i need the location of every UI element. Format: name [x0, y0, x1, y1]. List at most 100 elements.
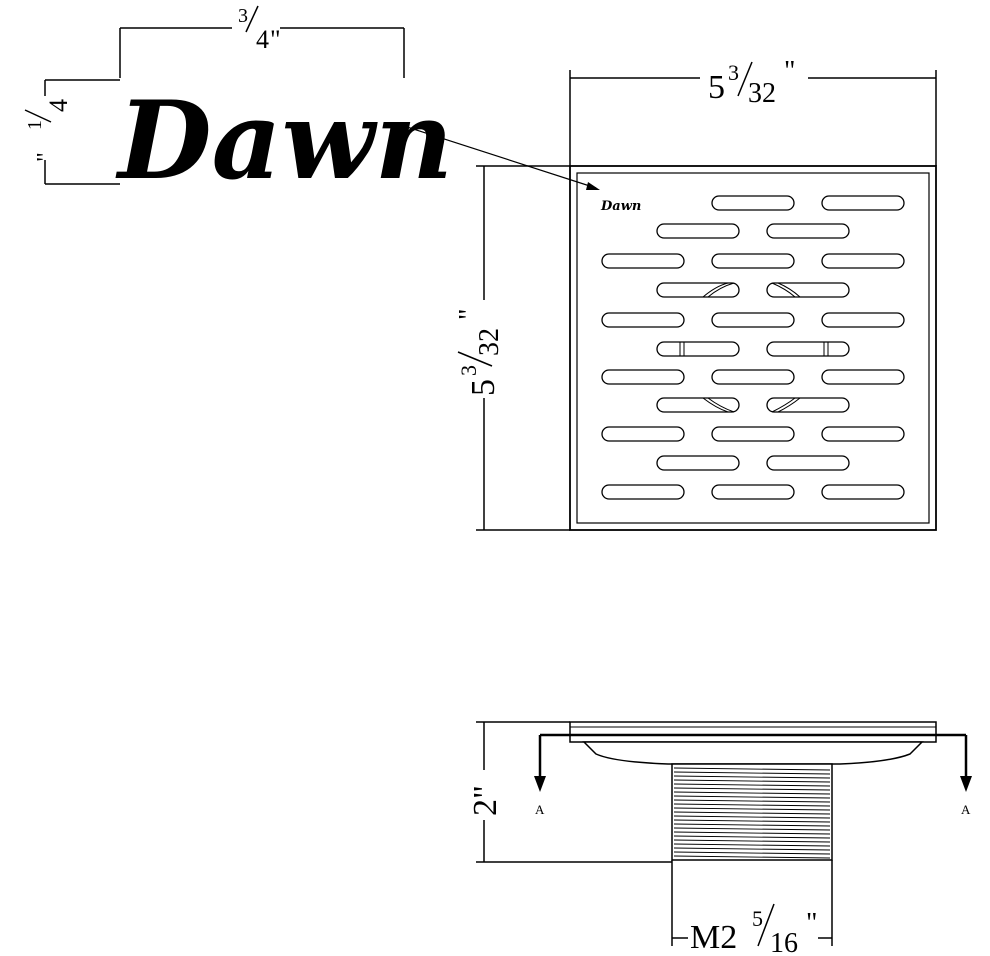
- thread-line: [673, 791, 831, 795]
- slot: [766, 223, 850, 239]
- grate-height-dimension: [476, 165, 570, 531]
- grate-support-details: [679, 282, 829, 413]
- section-marker-left: A: [535, 802, 545, 817]
- slot: [601, 426, 685, 442]
- grate-plate-profile: [569, 721, 937, 743]
- thread-line: [673, 855, 831, 859]
- slot: [656, 223, 740, 239]
- thread-line: [673, 799, 831, 803]
- slot: [821, 195, 905, 211]
- grate-height-unit: ": [454, 309, 485, 320]
- thread-size-numerator: 5: [752, 906, 763, 931]
- slot: [766, 455, 850, 471]
- logo-width-denominator: 4: [256, 25, 269, 54]
- thread-line: [673, 843, 831, 847]
- slot: [821, 312, 905, 328]
- thread-line: [673, 847, 831, 851]
- thread-line: [673, 771, 831, 775]
- slot: [601, 253, 685, 269]
- thread-line: [673, 779, 831, 783]
- logo-height-numerator: 1: [24, 120, 46, 130]
- slot: [711, 369, 795, 385]
- slot: [601, 369, 685, 385]
- logo-dawn-large: Dawn: [115, 78, 453, 204]
- thread-line: [673, 839, 831, 843]
- grate-slots: [601, 195, 905, 500]
- slot: [601, 312, 685, 328]
- slot: [821, 426, 905, 442]
- leader-arrowhead: [586, 182, 600, 190]
- thread-line: [673, 831, 831, 835]
- section-marker-right: A: [961, 802, 971, 817]
- drain-height-text: 2": [467, 785, 504, 816]
- drain-flange: [582, 741, 924, 765]
- thread-line: [673, 767, 831, 771]
- drain-side-view: 2" A A M2 5 16 ": [467, 721, 972, 956]
- thread-size-whole: M2: [690, 919, 737, 956]
- slot: [711, 426, 795, 442]
- logo-leader-line: [403, 125, 597, 189]
- logo-width-unit: ": [270, 25, 281, 54]
- logo-width-numerator: 3: [238, 5, 248, 27]
- thread-size-dimension: [671, 860, 833, 946]
- thread-line: [673, 819, 831, 823]
- thread-line: [673, 815, 831, 819]
- grate-height-whole: 5: [465, 379, 502, 396]
- grate-width-label: 5 3 32 ": [708, 56, 795, 109]
- thread-line: [673, 775, 831, 779]
- slot: [656, 397, 740, 413]
- slot: [821, 484, 905, 500]
- thread-line: [673, 811, 831, 815]
- thread-line: [673, 783, 831, 787]
- drain-height-label: 2": [467, 785, 504, 816]
- grate-inner-frame: [576, 172, 930, 524]
- slot: [711, 312, 795, 328]
- slot: [766, 282, 850, 298]
- thread-line: [673, 851, 831, 855]
- slot: [656, 282, 740, 298]
- pipe-threads: [673, 767, 831, 859]
- slot: [711, 484, 795, 500]
- section-line: [538, 733, 968, 780]
- logo-height-dimension: [44, 79, 120, 185]
- logo-height-label: 1 4 ": [24, 99, 73, 162]
- grate-width-denominator: 32: [748, 78, 776, 109]
- section-arrow-right: [960, 776, 972, 792]
- slot: [656, 455, 740, 471]
- logo-detail: 3 4 " 1 4 " Dawn: [24, 5, 600, 204]
- logo-width-dimension: [119, 27, 405, 78]
- thread-size-label: M2 5 16 ": [690, 903, 817, 956]
- thread-line: [673, 803, 831, 807]
- logo-dawn-small: Dawn: [600, 199, 641, 214]
- drain-height-dimension: [476, 721, 672, 863]
- slot: [656, 341, 740, 357]
- grate-width-numerator: 3: [728, 60, 739, 85]
- thread-size-unit: ": [806, 908, 817, 939]
- slot: [711, 195, 795, 211]
- thread-line: [673, 823, 831, 827]
- slot: [601, 484, 685, 500]
- thread-line: [673, 835, 831, 839]
- grate-width-whole: 5: [708, 69, 725, 106]
- section-arrow-left: [534, 776, 546, 792]
- grate-outer-frame: [569, 165, 937, 531]
- logo-height-denominator: 4: [44, 99, 73, 112]
- thread-line: [673, 807, 831, 811]
- grate-height-label: 5 3 32 ": [454, 309, 505, 396]
- slot: [821, 253, 905, 269]
- thread-line: [673, 827, 831, 831]
- grate-width-dimension: [569, 70, 937, 166]
- thread-line: [673, 787, 831, 791]
- logo-height-unit: ": [33, 152, 59, 162]
- grate-height-numerator: 3: [456, 365, 481, 376]
- slot: [766, 341, 850, 357]
- slot: [821, 369, 905, 385]
- grate-top-view: 5 3 32 " 5 3 32 " Dawn: [454, 56, 937, 531]
- logo-width-label: 3 4 ": [238, 5, 281, 54]
- grate-width-unit: ": [784, 56, 795, 87]
- thread-line: [673, 795, 831, 799]
- slot: [711, 253, 795, 269]
- slot: [766, 397, 850, 413]
- thread-size-denominator: 16: [770, 928, 798, 956]
